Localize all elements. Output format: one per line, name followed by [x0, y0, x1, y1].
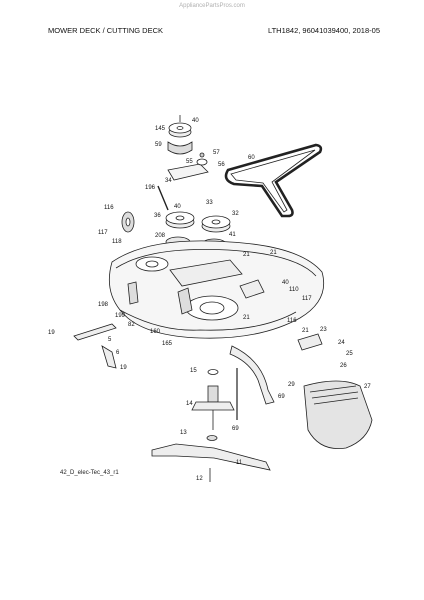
callout: 21 [302, 328, 309, 334]
callout: 116 [287, 318, 297, 324]
callout: 19 [120, 365, 127, 371]
callout: 160 [150, 329, 161, 335]
callout: 5 [108, 337, 112, 343]
callout: 14 [186, 401, 193, 407]
callout: 60 [248, 155, 255, 161]
callout: 117 [98, 230, 108, 236]
callout: 27 [364, 384, 371, 390]
callout: 199 [115, 313, 126, 319]
callout: 26 [340, 363, 347, 369]
callout: 40 [282, 280, 289, 286]
callout: 208 [155, 233, 166, 239]
callout: 6 [116, 350, 120, 356]
callout: 110 [289, 287, 299, 293]
callout: 24 [338, 340, 345, 346]
callout: 118 [112, 239, 122, 245]
callout: 57 [213, 150, 220, 156]
callout: 40 [192, 118, 199, 124]
callout: 198 [98, 302, 109, 308]
callout: 32 [232, 211, 239, 217]
callout: 116 [104, 205, 114, 211]
drawing-code: 42_D_elec-Tec_43_r1 [60, 470, 119, 476]
bracket-plate [298, 334, 322, 350]
callout: 33 [206, 200, 213, 206]
spindle-assembly [192, 370, 234, 431]
spring-rod [158, 186, 168, 210]
callout: 19 [48, 330, 55, 336]
left-gauge-wheel [122, 212, 134, 232]
callout: 36 [154, 213, 161, 219]
callout: 29 [288, 382, 295, 388]
mower-blade [152, 444, 270, 470]
callout: 145 [155, 126, 166, 132]
callout: 11 [236, 460, 243, 466]
callout: 34 [165, 178, 172, 184]
callout: 56 [218, 162, 225, 168]
callout: 59 [155, 142, 162, 148]
callout: 55 [186, 159, 193, 165]
callout: 12 [196, 476, 203, 482]
callout: 69 [232, 426, 239, 432]
callout: 69 [278, 394, 285, 400]
callout: 21 [243, 252, 250, 258]
callout: 15 [190, 368, 197, 374]
callout: 117 [302, 296, 312, 302]
callout: 21 [270, 250, 277, 256]
callout: 13 [180, 430, 187, 436]
callout: 41 [229, 232, 236, 238]
discharge-chute [304, 381, 372, 449]
left-hanger-brackets [74, 324, 116, 368]
top-pulley [168, 115, 192, 154]
callout: 23 [320, 327, 327, 333]
callout: 165 [162, 341, 173, 347]
idler-arm [168, 153, 208, 180]
callout: 196 [145, 185, 156, 191]
callout: 21 [243, 315, 250, 321]
callout: 40 [174, 204, 181, 210]
callout: 25 [346, 351, 353, 357]
callout: 82 [128, 322, 135, 328]
